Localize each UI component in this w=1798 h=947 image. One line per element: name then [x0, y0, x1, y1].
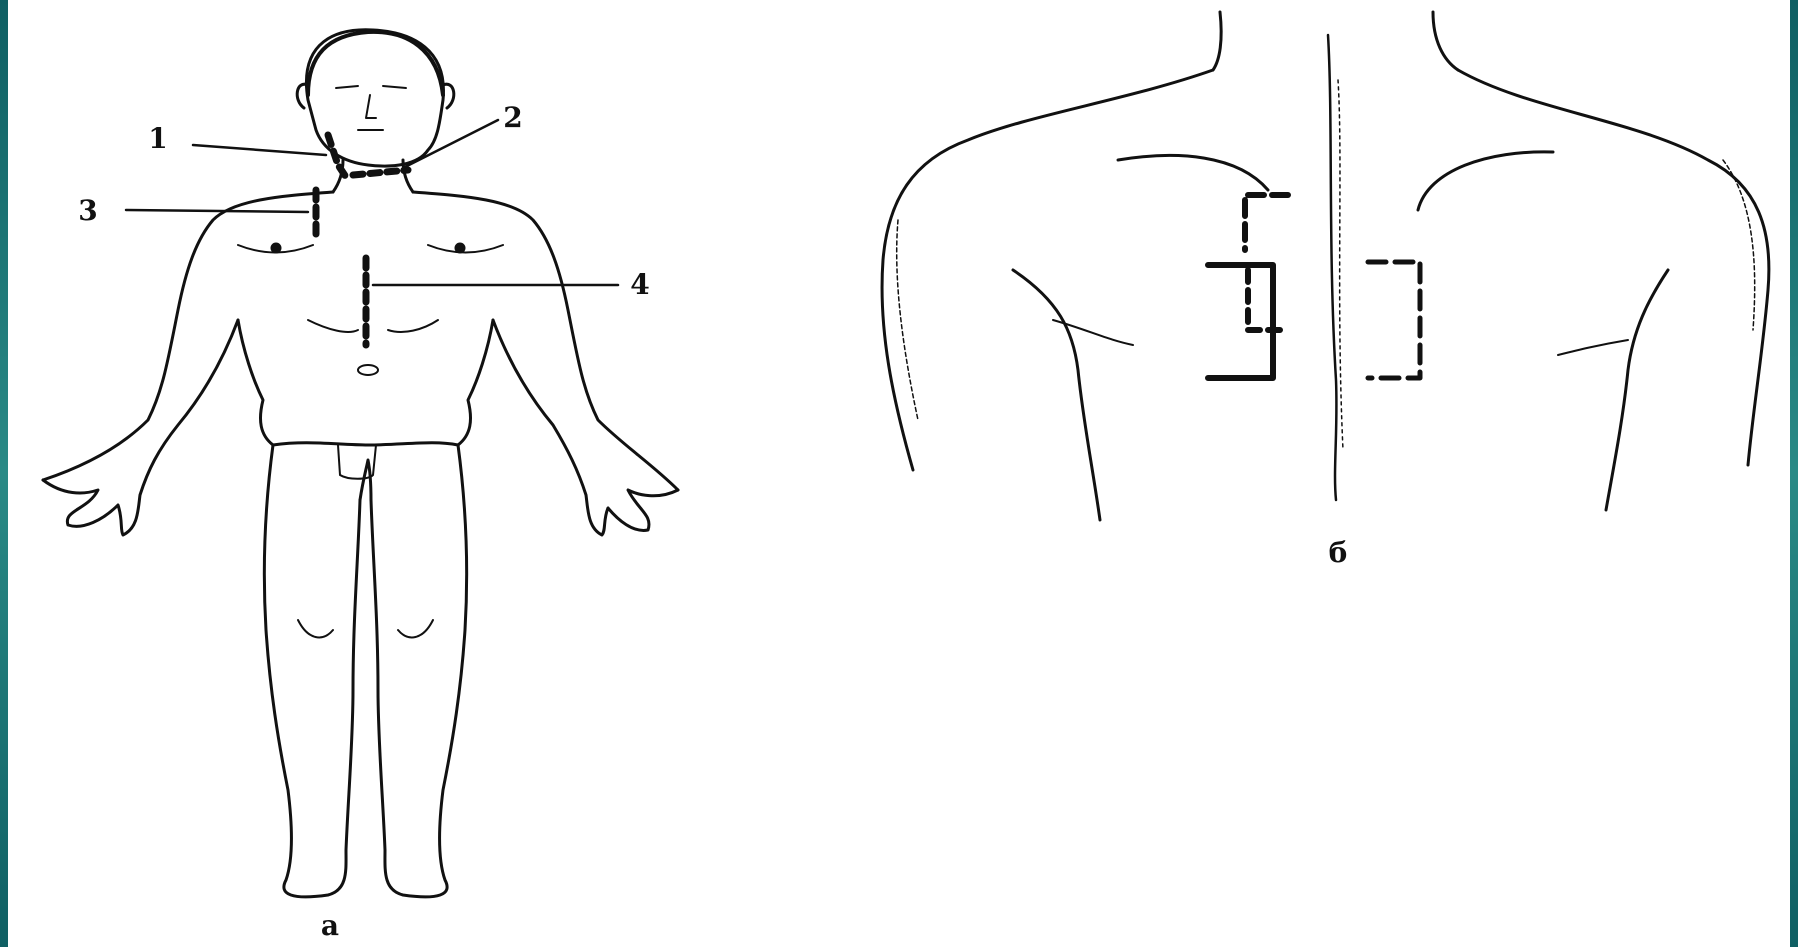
front-view-caption: а [321, 909, 339, 942]
slide-border-left [0, 0, 8, 947]
callout-label-1: 1 [148, 122, 167, 155]
callout-label-2: 2 [503, 101, 522, 134]
figure-frame: 1 2 3 4 а б [8, 0, 1790, 947]
back-incision-markings [1208, 195, 1420, 378]
slide-border-right [1790, 0, 1798, 947]
back-view-figure [882, 12, 1769, 520]
leader-line-1 [193, 145, 326, 155]
callout-label-4: 4 [630, 268, 649, 301]
front-view-figure [43, 30, 678, 897]
incision-2 [353, 170, 408, 175]
leader-line-2 [403, 120, 498, 168]
callout-label-3: 3 [78, 194, 97, 227]
anatomy-figure: 1 2 3 4 а б [8, 0, 1790, 947]
back-view-caption: б [1329, 536, 1348, 569]
leader-line-3 [126, 210, 308, 212]
callout-leaders [126, 120, 618, 285]
